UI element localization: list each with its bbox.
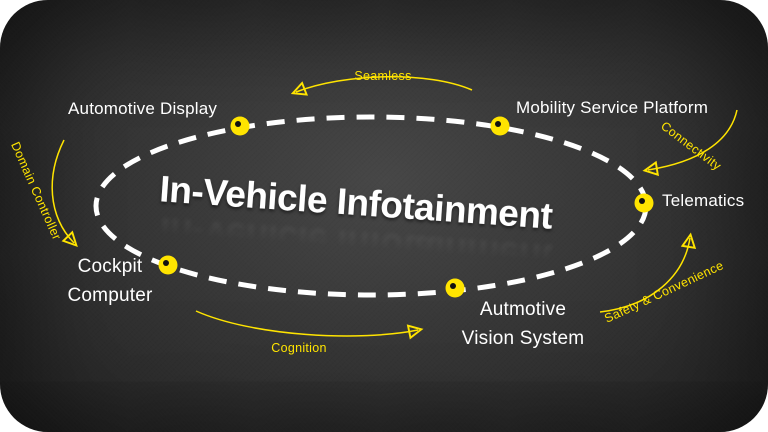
node-dot-vision-system	[445, 278, 465, 298]
node-label-cockpit-computer: Cockpit Computer	[67, 256, 153, 306]
node-dot-telematics	[634, 193, 654, 213]
node-label-telematics: Telematics	[662, 191, 745, 210]
flow-label-connectivity: Connectivity	[658, 118, 724, 174]
flow-label-safety-convenience: Safety & Convenience	[602, 258, 726, 326]
node-label-automotive-display: Automotive Display	[68, 99, 218, 118]
node-label-mobility-service-platform: Mobility Service Platform	[516, 98, 709, 117]
node-dot-automotive-display	[230, 116, 250, 136]
flow-label-cognition: Cognition	[271, 341, 327, 355]
flow-label-domain-controller: Domain Controller	[8, 139, 64, 243]
flow-label-seamless: Seamless	[354, 69, 412, 83]
arrow-cognition	[195, 310, 418, 336]
node-dot-mobility-service-platform	[490, 116, 510, 136]
node-label-vision-system: Autmotive Vision System	[461, 299, 585, 349]
